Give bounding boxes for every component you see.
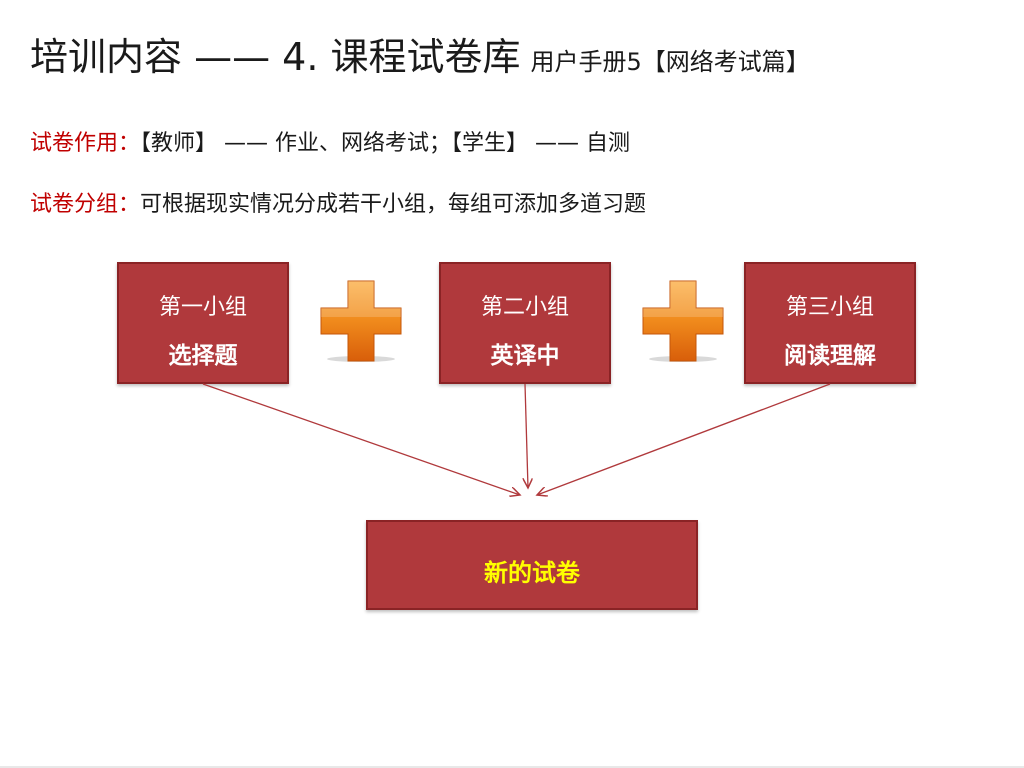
grouping-text: 可根据现实情况分成若干小组，每组可添加多道习题 xyxy=(140,192,647,217)
title-subtitle: 用户手册5【网络考试篇】 xyxy=(530,48,810,76)
group-3-name: 第三小组 xyxy=(785,295,874,320)
slide-bottom-divider xyxy=(0,766,1024,768)
plus-icon xyxy=(641,279,725,363)
group-2-type: 英译中 xyxy=(490,343,560,369)
usage-line: 试卷作用：【教师】 —— 作业、网络考试；【学生】 —— 自测 xyxy=(30,125,630,157)
result-label: 新的试卷 xyxy=(484,559,580,587)
group-1-type: 选择题 xyxy=(168,343,238,369)
arrow-group-2 xyxy=(525,383,528,488)
usage-label: 试卷作用： xyxy=(30,131,141,156)
arrow-group-1 xyxy=(202,383,520,495)
usage-text: 【教师】 —— 作业、网络考试；【学生】 —— 自测 xyxy=(140,131,630,156)
group-3-type: 阅读理解 xyxy=(784,343,876,369)
group-box-2: 第二小组 英译中 xyxy=(439,262,611,384)
plus-icon xyxy=(319,279,403,363)
group-box-1: 第一小组 选择题 xyxy=(117,262,289,384)
group-box-3: 第三小组 阅读理解 xyxy=(744,262,916,384)
slide-title: 培训内容 —— 4. 课程试卷库用户手册5【网络考试篇】 xyxy=(30,26,810,81)
grouping-label: 试卷分组： xyxy=(30,192,141,217)
title-main: 培训内容 —— 4. 课程试卷库 xyxy=(30,35,521,79)
grouping-line: 试卷分组：可根据现实情况分成若干小组，每组可添加多道习题 xyxy=(30,186,646,218)
arrow-group-3 xyxy=(537,383,831,495)
group-1-name: 第一小组 xyxy=(158,295,247,320)
result-box: 新的试卷 xyxy=(366,520,698,610)
group-2-name: 第二小组 xyxy=(480,295,569,320)
